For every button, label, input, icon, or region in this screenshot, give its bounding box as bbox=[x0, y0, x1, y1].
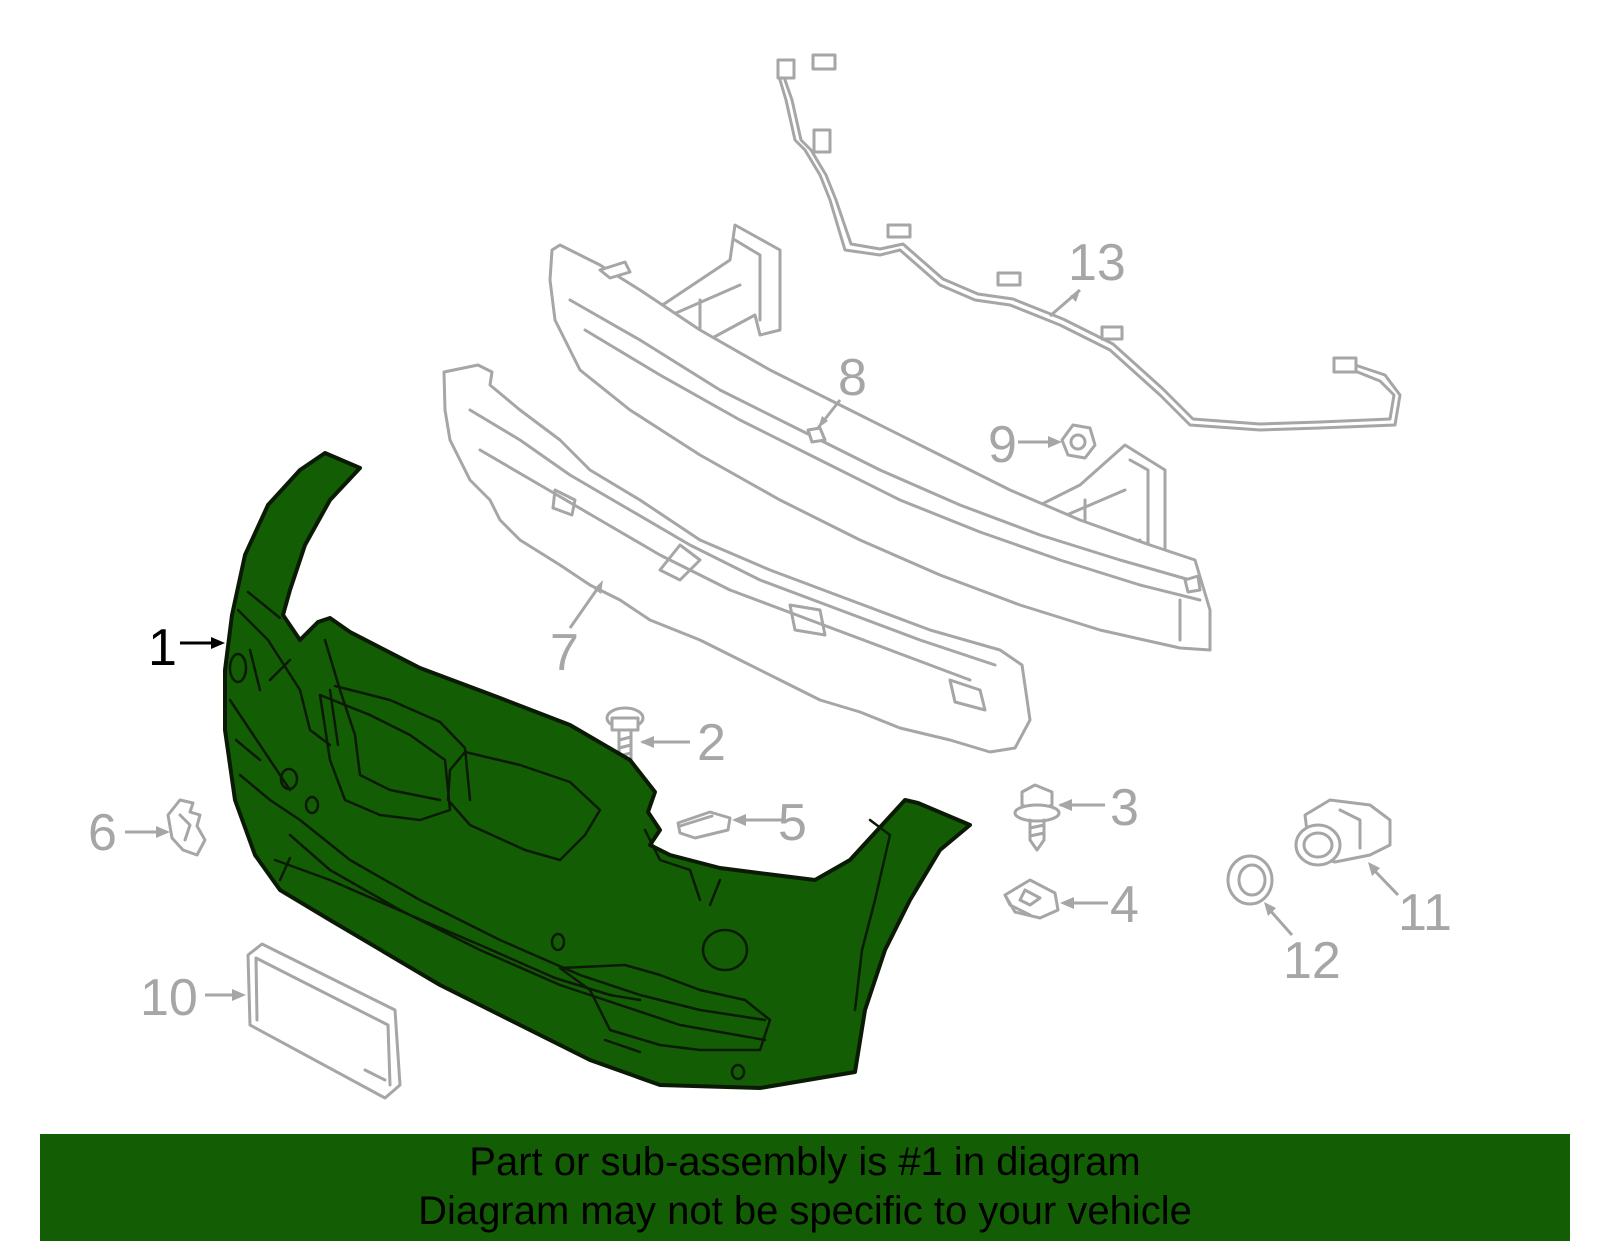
connector-icon bbox=[1332, 356, 1358, 374]
callout-1[interactable]: 1 bbox=[148, 619, 177, 677]
arrowhead-icon bbox=[1264, 902, 1276, 916]
leader-11 bbox=[1370, 866, 1400, 897]
arrowhead-icon bbox=[732, 814, 746, 826]
arrowhead-icon bbox=[640, 736, 654, 748]
arrowhead-icon bbox=[211, 637, 225, 649]
connector-icon bbox=[1100, 325, 1124, 341]
arrowhead-icon bbox=[1058, 799, 1072, 811]
callout-3[interactable]: 3 bbox=[1110, 779, 1139, 837]
info-banner: Part or sub-assembly is #1 in diagram Di… bbox=[40, 1134, 1570, 1241]
callout-4[interactable]: 4 bbox=[1110, 876, 1139, 934]
banner-line-2: Diagram may not be specific to your vehi… bbox=[418, 1189, 1192, 1233]
connector-icon bbox=[886, 223, 912, 239]
connector-icon bbox=[776, 58, 796, 80]
arrowhead-icon bbox=[232, 989, 246, 1001]
arrowhead-icon bbox=[1368, 862, 1380, 876]
callout-8[interactable]: 8 bbox=[838, 349, 867, 407]
part-3-screw[interactable] bbox=[1013, 783, 1061, 852]
callout-11[interactable]: 11 bbox=[1398, 884, 1452, 942]
part-12-sensor-ring[interactable] bbox=[1226, 854, 1274, 906]
callout-7[interactable]: 7 bbox=[550, 624, 579, 682]
callout-9[interactable]: 9 bbox=[988, 416, 1017, 474]
part-11-park-sensor[interactable] bbox=[1294, 798, 1392, 867]
arrowhead-icon bbox=[594, 580, 603, 594]
part-7-absorber[interactable] bbox=[442, 363, 1032, 754]
connector-icon bbox=[996, 271, 1022, 287]
part-8-reinforcement[interactable] bbox=[548, 223, 1212, 652]
banner-line-1: Part or sub-assembly is #1 in diagram bbox=[469, 1140, 1141, 1184]
connector-icon bbox=[811, 53, 837, 71]
leader-7 bbox=[568, 584, 602, 629]
callout-6[interactable]: 6 bbox=[88, 804, 117, 862]
callout-13[interactable]: 13 bbox=[1068, 234, 1126, 292]
arrowhead-icon bbox=[818, 416, 828, 428]
part-13-wiring-harness[interactable] bbox=[776, 53, 1402, 432]
arrowhead-icon bbox=[1070, 290, 1080, 302]
callout-10[interactable]: 10 bbox=[140, 969, 198, 1027]
parts-diagram: 13 8 9 7 2 3 bbox=[88, 53, 1452, 1100]
arrowhead-icon bbox=[156, 826, 170, 838]
arrowhead-icon bbox=[1060, 897, 1074, 909]
part-1-bumper-cover[interactable] bbox=[223, 451, 972, 1090]
callout-2[interactable]: 2 bbox=[697, 714, 726, 772]
leader-12 bbox=[1266, 907, 1294, 936]
part-10-plate-bracket[interactable] bbox=[246, 942, 402, 1100]
connector-icon bbox=[812, 128, 832, 154]
part-5-cap[interactable] bbox=[676, 810, 732, 840]
arrowhead-icon bbox=[1048, 436, 1062, 448]
part-9-nut[interactable] bbox=[1060, 423, 1097, 460]
part-2-bolt[interactable] bbox=[605, 706, 645, 767]
callout-5[interactable]: 5 bbox=[778, 794, 807, 852]
callout-12[interactable]: 12 bbox=[1283, 932, 1341, 990]
part-6-bracket[interactable] bbox=[166, 798, 207, 857]
part-4-clip[interactable] bbox=[1003, 878, 1060, 920]
